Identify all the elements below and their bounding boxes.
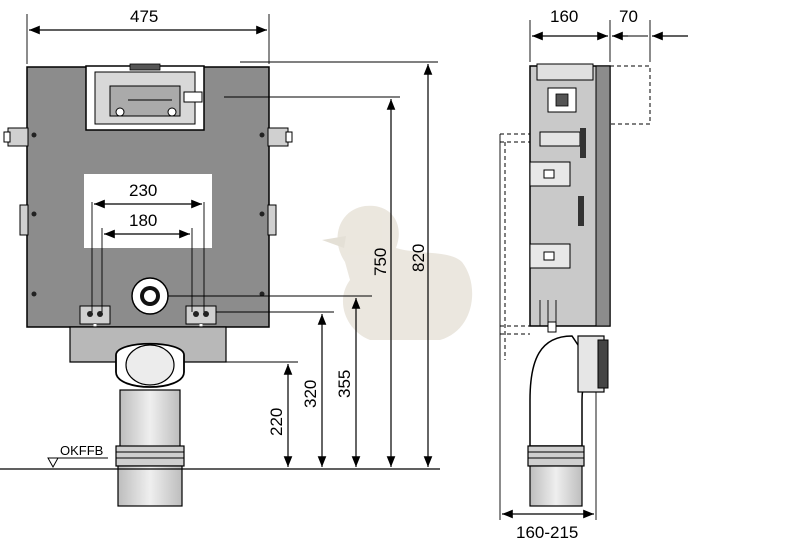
depth-160-label: 160: [550, 7, 578, 26]
right-bracket-top: [267, 127, 293, 147]
floor-marker-icon: [47, 457, 108, 469]
side-cistern-top: [536, 63, 594, 81]
left-bracket-mid: [19, 204, 29, 236]
height-220-label: 220: [267, 408, 286, 436]
flush-actuator: [85, 63, 205, 131]
height-820-label: 820: [409, 244, 428, 272]
height-750-label: 750: [371, 248, 390, 276]
range-label: 160-215: [516, 523, 578, 542]
drain-pipe: [115, 342, 185, 507]
side-drain-pipe: [527, 335, 609, 507]
offset-70-label: 70: [619, 7, 638, 26]
front-view: OKFFB 475 230 180 820 750 355 320 220: [0, 7, 440, 507]
left-bracket-top: [3, 127, 29, 147]
side-view: 160 70: [499, 7, 688, 542]
wall-outline: [609, 65, 651, 125]
floor-label: OKFFB: [60, 443, 103, 458]
frame-screws: [31, 132, 265, 297]
flush-outlet: [131, 277, 169, 315]
height-320-label: 320: [301, 380, 320, 408]
dimension-230-label: 230: [129, 181, 157, 200]
right-bracket-mid: [267, 204, 277, 236]
watermark-duck-icon: [322, 205, 473, 340]
width-label: 475: [130, 7, 158, 26]
height-355-label: 355: [335, 370, 354, 398]
dimension-180-label: 180: [129, 211, 157, 230]
